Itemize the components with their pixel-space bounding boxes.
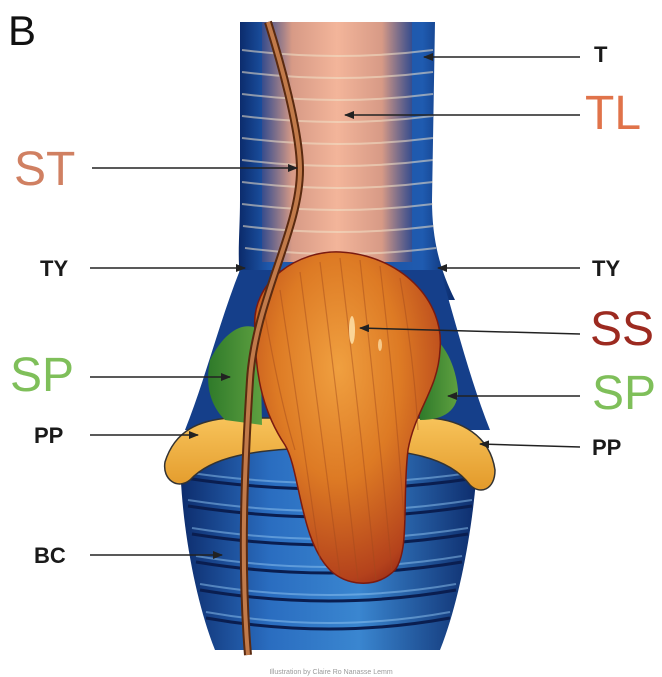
label-PP-left: PP [34, 425, 63, 447]
panel-letter: B [8, 10, 36, 52]
label-BC: BC [34, 545, 66, 567]
label-ST: ST [14, 146, 75, 194]
label-TY-right: TY [592, 258, 620, 280]
illustration-credit: Illustration by Claire Ro Nanasse Lemm [0, 669, 662, 676]
label-PP-right: PP [592, 437, 621, 459]
label-TL: TL [585, 90, 641, 138]
label-SS: SS [590, 306, 654, 354]
label-TY-left: TY [40, 258, 68, 280]
label-SP-left: SP [10, 352, 74, 400]
label-T: T [594, 44, 607, 66]
arrow-PP-right [480, 444, 580, 447]
label-SP-right: SP [592, 370, 656, 418]
